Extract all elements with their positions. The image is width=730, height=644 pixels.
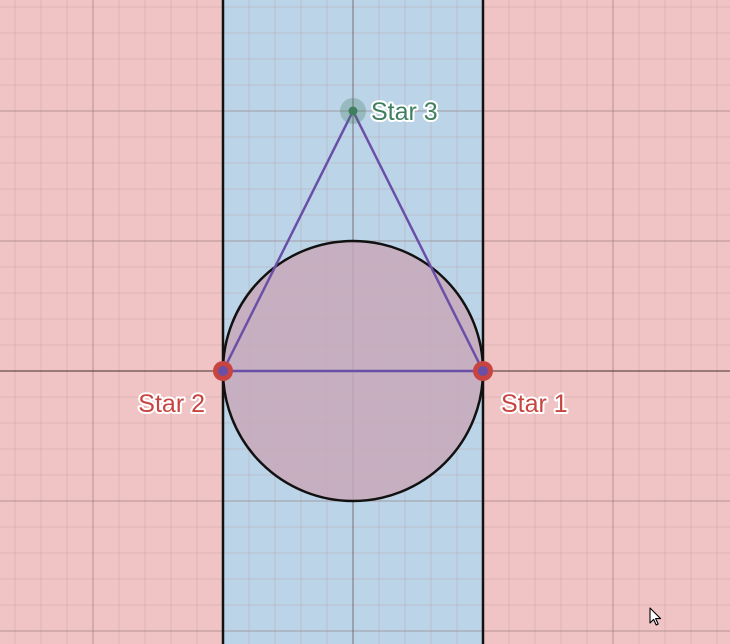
point-dot: [478, 366, 488, 376]
points: Star 1 Star 2 Star 3: [136, 96, 570, 420]
triangle[interactable]: [221, 109, 485, 373]
point-star2[interactable]: Star 2: [136, 361, 233, 420]
point-label-star2: Star 2: [138, 390, 205, 418]
point-star1[interactable]: Star 1: [473, 361, 570, 420]
point-label-star3: Star 3: [371, 98, 438, 126]
point-dot: [348, 106, 358, 116]
point-label-star1: Star 1: [501, 390, 568, 418]
point-star3[interactable]: Star 3: [340, 96, 440, 128]
mouse-cursor-icon: [649, 607, 662, 626]
point-dot: [218, 366, 228, 376]
